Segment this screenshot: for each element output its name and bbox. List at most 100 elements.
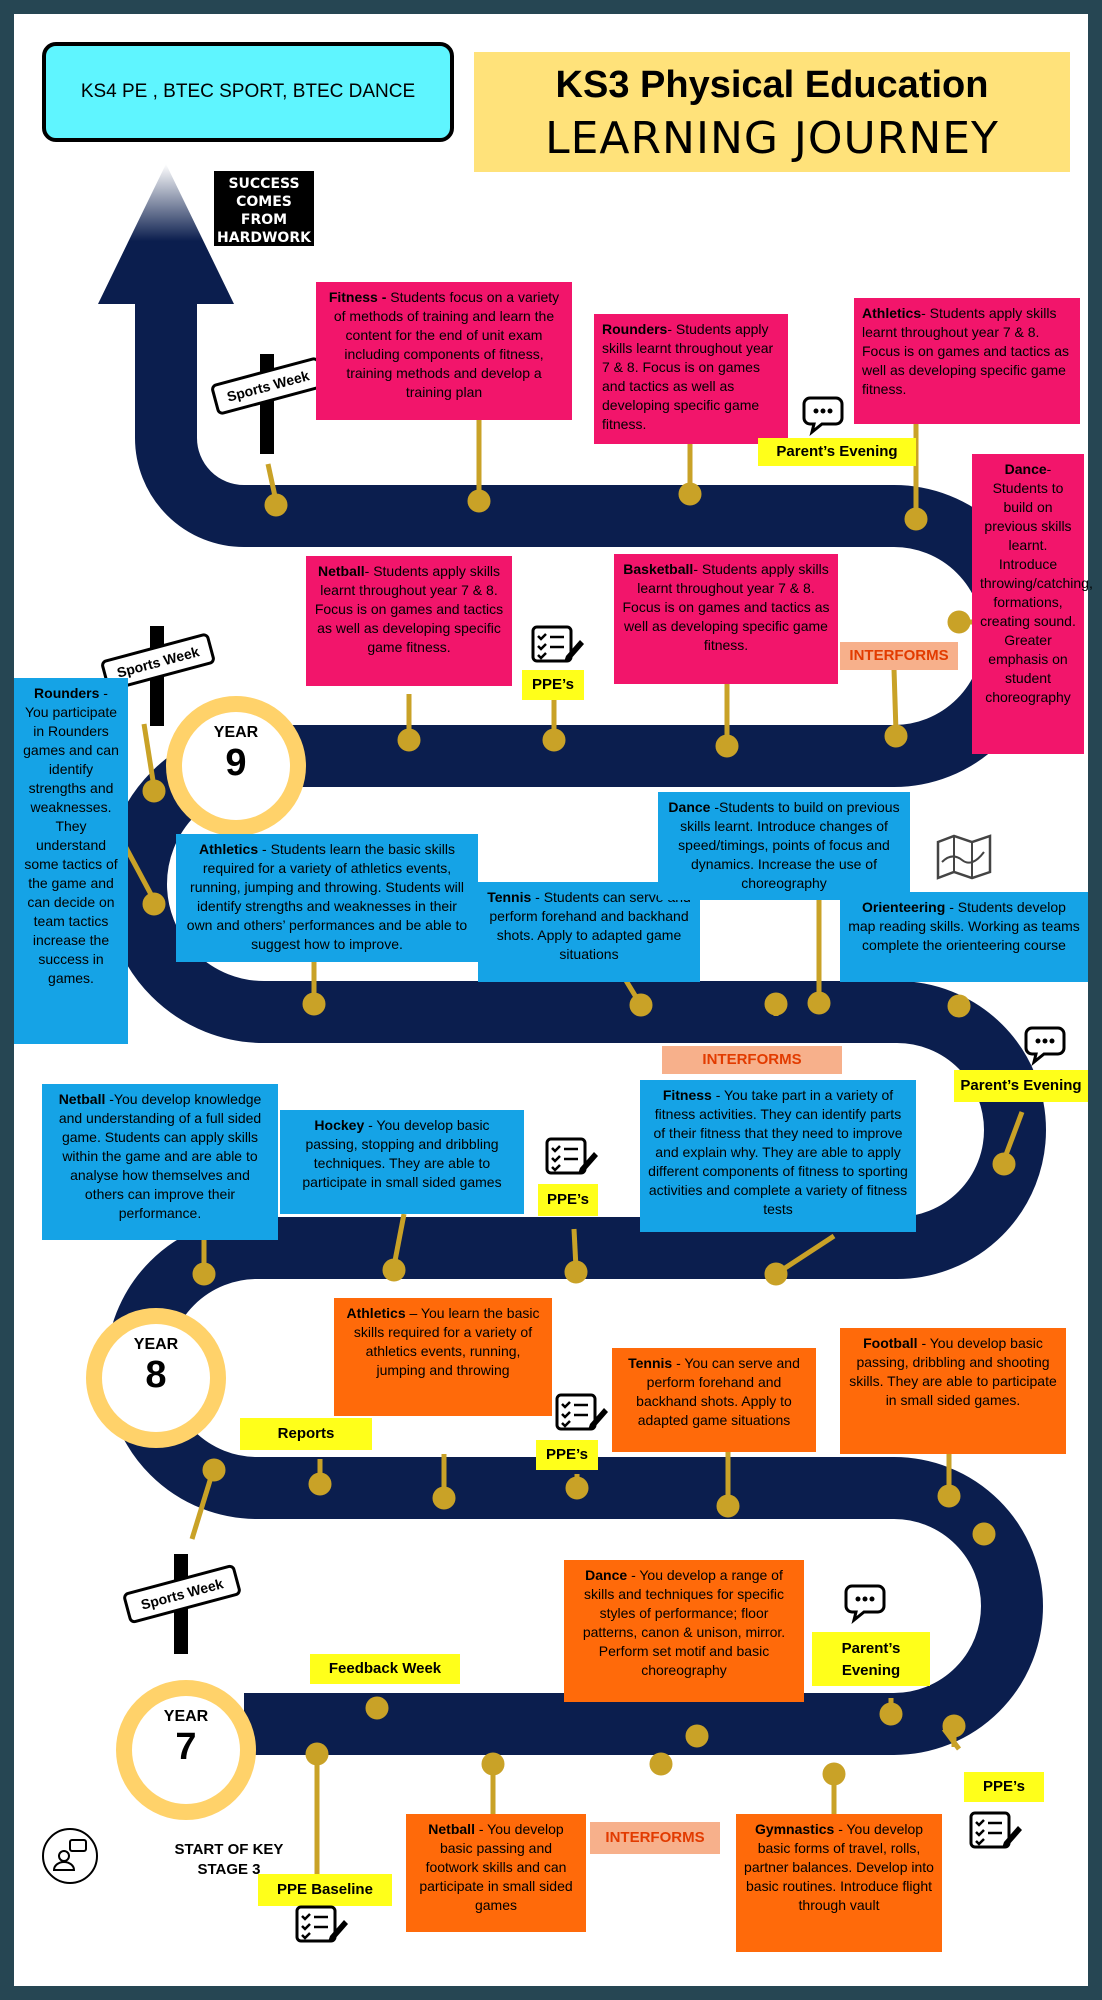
year-label: YEAR	[163, 1708, 209, 1725]
ppe-baseline-label: PPE Baseline	[258, 1874, 392, 1906]
y8-orienteering-card: Orienteering - Students develop map read…	[840, 892, 1088, 982]
timeline-pins	[121, 409, 1025, 1894]
y8-dance-card: Dance -Students to build on previous ski…	[658, 792, 910, 900]
card-text: - You develop basic passing, dribbling a…	[849, 1335, 1057, 1408]
y8-fitness-card: Fitness - You take part in a variety of …	[640, 1080, 916, 1232]
y9-netball-card: Netball- Students apply skills learnt th…	[306, 556, 512, 686]
card-title: Basketball	[623, 561, 694, 577]
card-title: Netball	[58, 1091, 106, 1107]
year-7-badge: YEAR 7	[116, 1680, 256, 1820]
card-text: - Students develop map reading skills. W…	[848, 899, 1080, 953]
y9-rounders-card: Rounders- Students apply skills learnt t…	[594, 314, 788, 444]
card-title: Netball	[317, 563, 365, 579]
y7-football-card: Football - You develop basic passing, dr…	[840, 1328, 1066, 1454]
speech-bubble-icon	[1024, 1026, 1066, 1066]
card-text: -You develop knowledge and understanding…	[58, 1091, 262, 1221]
y9-basketball-card: Basketball- Students apply skills learnt…	[614, 554, 838, 684]
card-text: - You participate in Rounders games and …	[23, 685, 119, 986]
card-title: Dance	[585, 1567, 628, 1583]
y9-fitness-card: Fitness - Students focus on a variety of…	[316, 282, 572, 420]
y9-athletics-card: Athletics- Students apply skills learnt …	[854, 298, 1080, 424]
card-text: - Students apply skills learnt throughou…	[622, 561, 830, 653]
title-box: KS3 Physical Education LEARNING JOURNEY	[474, 52, 1070, 172]
card-title: Dance	[668, 799, 711, 815]
year-9-badge: YEAR 9	[166, 696, 306, 836]
card-text: - Students apply skills learnt throughou…	[862, 305, 1069, 397]
card-text: - Students to build on previous skills l…	[980, 461, 1093, 705]
next-stage-text: KS4 PE , BTEC SPORT, BTEC DANCE	[80, 81, 416, 102]
y8-hockey-card: Hockey - You develop basic passing, stop…	[280, 1110, 524, 1214]
year-8-badge: YEAR 8	[86, 1308, 226, 1448]
parents-evening-label: Parent’s Evening	[812, 1632, 930, 1686]
card-title: Rounders	[602, 321, 668, 337]
y8-tennis-card: Tennis - Students can serve and perform …	[478, 882, 700, 982]
y7-tennis-card: Tennis - You can serve and perform foreh…	[612, 1348, 816, 1452]
year-number: 8	[145, 1354, 167, 1396]
interforms-label: INTERFORMS	[840, 642, 958, 670]
interforms-label: INTERFORMS	[590, 1822, 720, 1854]
card-text: - Students apply skills learnt throughou…	[602, 321, 774, 432]
page-subtitle: LEARNING JOURNEY	[545, 113, 999, 164]
year-label: YEAR	[213, 724, 259, 741]
card-title: Football	[863, 1335, 918, 1351]
year-number: 9	[225, 742, 247, 784]
card-title: Gymnastics	[754, 1821, 835, 1837]
checklist-pen-icon	[531, 625, 584, 663]
card-text: – You learn the basic skills required fo…	[353, 1305, 540, 1378]
card-title: Athletics	[346, 1305, 406, 1321]
parents-evening-label: Parent’s Evening	[758, 438, 916, 466]
card-text: - Students apply skills learnt throughou…	[314, 563, 504, 655]
card-title: Hockey	[314, 1117, 365, 1133]
card-title: Fitness -	[328, 289, 391, 305]
infographic-page: KS4 PE , BTEC SPORT, BTEC DANCE KS3 Phys…	[14, 14, 1093, 1986]
sports-week-sign-top: Sports Week	[209, 354, 327, 454]
card-text: - You can serve and perform forehand and…	[636, 1355, 800, 1428]
arrow-up-icon	[98, 164, 234, 304]
person-chat-icon	[42, 1828, 98, 1884]
sports-week-sign-bottom: Sports Week	[121, 1554, 244, 1654]
y7-athletics-card: Athletics – You learn the basic skills r…	[334, 1298, 552, 1416]
ppes-label: PPE’s	[964, 1772, 1044, 1802]
page-title: KS3 Physical Education	[555, 64, 989, 106]
next-stage-box: KS4 PE , BTEC SPORT, BTEC DANCE	[42, 42, 454, 142]
card-text: - You develop basic passing, stopping an…	[302, 1117, 502, 1190]
card-title: Netball	[428, 1821, 475, 1837]
year-number: 7	[175, 1726, 197, 1768]
start-of-key-stage: START OF KEY STAGE 3	[174, 1841, 284, 1878]
y7-gymnastics-card: Gymnastics - You develop basic forms of …	[736, 1814, 942, 1952]
card-text: Students focus on a variety of methods o…	[333, 289, 560, 400]
feedback-week-label: Feedback Week	[310, 1654, 460, 1684]
card-title: Dance	[1004, 461, 1047, 477]
y7-dance-card: Dance - You develop a range of skills an…	[564, 1560, 804, 1702]
y8-athletics-card: Athletics - Students learn the basic ski…	[176, 834, 478, 962]
motto-badge: SUCCESS COMES FROM HARDWORK	[214, 171, 314, 246]
reports-label: Reports	[240, 1418, 372, 1450]
ppes-label: PPE’s	[538, 1184, 598, 1216]
year-label: YEAR	[133, 1336, 179, 1353]
ppes-label: PPE’s	[522, 670, 584, 700]
parents-evening-label: Parent’s Evening	[954, 1070, 1088, 1102]
card-title: Rounders	[34, 685, 100, 701]
card-title: Fitness	[662, 1087, 712, 1103]
card-text: - You take part in a variety of fitness …	[648, 1087, 908, 1217]
y9-dance-card: Dance- Students to build on previous ski…	[972, 454, 1093, 754]
card-title: Tennis	[487, 889, 532, 905]
card-text: - You develop basic passing and footwork…	[419, 1821, 573, 1913]
checklist-pen-icon	[295, 1905, 348, 1943]
card-title: Tennis	[628, 1355, 673, 1371]
ppes-label: PPE’s	[536, 1440, 598, 1470]
card-title: Orienteering	[862, 899, 946, 915]
checklist-pen-icon	[555, 1393, 608, 1431]
card-text: - Students learn the basic skills requir…	[186, 841, 468, 952]
card-title: Athletics	[862, 305, 922, 321]
interforms-label: INTERFORMS	[662, 1046, 842, 1074]
speech-bubble-icon	[802, 396, 844, 436]
card-text: - Students can serve and perform forehan…	[489, 889, 691, 962]
map-icon	[936, 834, 992, 880]
card-text: - You develop a range of skills and tech…	[582, 1567, 786, 1678]
y7-netball-card: Netball - You develop basic passing and …	[406, 1814, 586, 1932]
sports-week-sign-middle: Sports Week	[99, 626, 217, 726]
checklist-pen-icon	[969, 1811, 1022, 1849]
speech-bubble-icon	[844, 1584, 886, 1624]
checklist-pen-icon	[545, 1137, 598, 1175]
